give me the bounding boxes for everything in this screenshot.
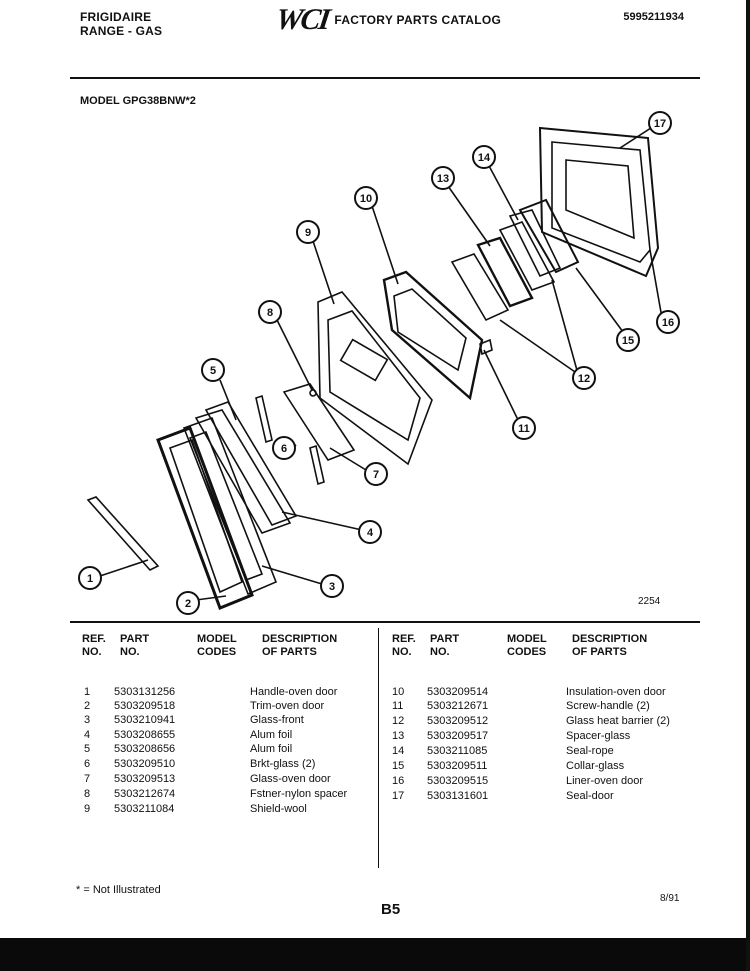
part-bracket-lower [309, 444, 325, 486]
part-foil-4 [194, 409, 292, 534]
callout-16 [656, 310, 680, 334]
callout-5 [201, 358, 225, 382]
callout-2 [176, 591, 200, 615]
table-row: 8 5303212674 Fstner-nylon spacer [84, 788, 348, 800]
callout-label: 3 [329, 581, 335, 593]
part-seal-rope [498, 221, 556, 291]
table-row: 7 5303209513 Glass-oven door [84, 773, 331, 785]
table-column-divider [378, 628, 379, 868]
catalog-header: WCI FACTORY PARTS CATALOG [273, 3, 502, 36]
callout-1 [78, 566, 102, 590]
table-top-rule [70, 621, 700, 623]
scan-border-bottom [0, 938, 750, 971]
table-row: 2 5303209518 Trim-oven door [84, 700, 325, 712]
part-front-glass [182, 416, 278, 596]
callout-label: 11 [518, 423, 530, 435]
table-row: 6 5303209510 Brkt-glass (2) [84, 758, 316, 770]
table-row: 5 5303208656 Alum foil [84, 743, 293, 755]
callout-label: 14 [478, 152, 491, 164]
callout-label: 15 [622, 335, 634, 347]
table-row: 11 5303212671 Screw-handle (2) [392, 700, 650, 712]
callout-13 [431, 166, 455, 190]
table-row: 13 5303209517 Spacer-glass [392, 730, 631, 742]
model-label: MODEL GPG38BNW*2 [80, 95, 196, 107]
revision-date: 8/91 [660, 893, 680, 904]
callout-label: 1 [87, 573, 93, 585]
table-row: 1 5303131256 Handle-oven door [84, 686, 338, 698]
callout-9 [296, 220, 320, 244]
header-ref-right: REF.NO. [392, 633, 416, 658]
callout-label: 13 [437, 173, 449, 185]
table-row: 17 5303131601 Seal-door [392, 790, 614, 802]
figure-number: 2254 [638, 596, 661, 607]
callout-7 [364, 462, 388, 486]
part-collar [518, 198, 580, 274]
callout-label: 16 [662, 317, 674, 329]
callout-8 [258, 300, 282, 324]
callout-17 [648, 111, 672, 135]
callout-label: 12 [578, 373, 590, 385]
scan-border-right [746, 0, 750, 971]
callout-3 [320, 574, 344, 598]
table-row: 14 5303211085 Seal-rope [392, 745, 614, 757]
callout-label: 6 [281, 443, 287, 455]
part-heat-barrier-glass [450, 253, 510, 322]
table-row: 12 5303209512 Glass heat barrier (2) [392, 715, 670, 727]
table-row: 3 5303210941 Glass-front [84, 714, 304, 726]
part-screw [479, 338, 493, 356]
table-row: 10 5303209514 Insulation-oven door [392, 686, 666, 698]
callout-12 [572, 366, 596, 390]
callout-label: 9 [305, 227, 311, 239]
part-trim-frame [156, 426, 254, 610]
part-handle [86, 496, 160, 571]
callout-14 [472, 145, 496, 169]
part-foil-5 [204, 401, 298, 526]
callout-label: 5 [210, 365, 216, 377]
header-ref-left: REF.NO. [82, 633, 106, 658]
callout-label: 8 [267, 307, 273, 319]
exploded-parts-diagram: 1 2 3 4 5 6 7 8 9 10 11 12 13 14 15 16 1… [78, 111, 680, 615]
callout-11 [512, 416, 536, 440]
callout-label: 4 [367, 527, 374, 539]
product-line: RANGE - GAS [80, 24, 163, 38]
callout-10 [354, 186, 378, 210]
table-row: 15 5303209511 Collar-glass [392, 760, 625, 772]
part-bracket-upper [255, 394, 273, 444]
callout-label: 7 [373, 469, 379, 481]
callout-label: 2 [185, 598, 191, 610]
table-row: 4 5303208655 Alum foil [84, 729, 293, 741]
callout-label: 10 [360, 193, 372, 205]
callout-label: 17 [654, 118, 666, 130]
part-shield [317, 291, 433, 466]
part-spacer [309, 389, 317, 397]
part-liner [551, 141, 651, 263]
catalog-number: 5995211934 [623, 11, 684, 23]
callout-6 [272, 436, 296, 460]
wci-logo: WCI [273, 3, 331, 36]
table-row: 16 5303209515 Liner-oven door [392, 775, 644, 787]
table-row: 9 5303211084 Shield-wool [84, 803, 307, 815]
brand-name: FRIGIDAIRE [80, 10, 152, 24]
page-code: B5 [381, 901, 401, 918]
part-insulation [382, 270, 484, 401]
brand-block: FRIGIDAIRE RANGE - GAS [80, 10, 162, 38]
header-rule [70, 77, 700, 79]
part-spacer-glass [476, 236, 534, 308]
callout-15 [616, 328, 640, 352]
catalog-title: FACTORY PARTS CATALOG [334, 13, 502, 27]
part-oven-glass [282, 383, 356, 461]
footnote-not-illustrated: * = Not Illustrated [76, 884, 161, 896]
callout-4 [358, 520, 382, 544]
